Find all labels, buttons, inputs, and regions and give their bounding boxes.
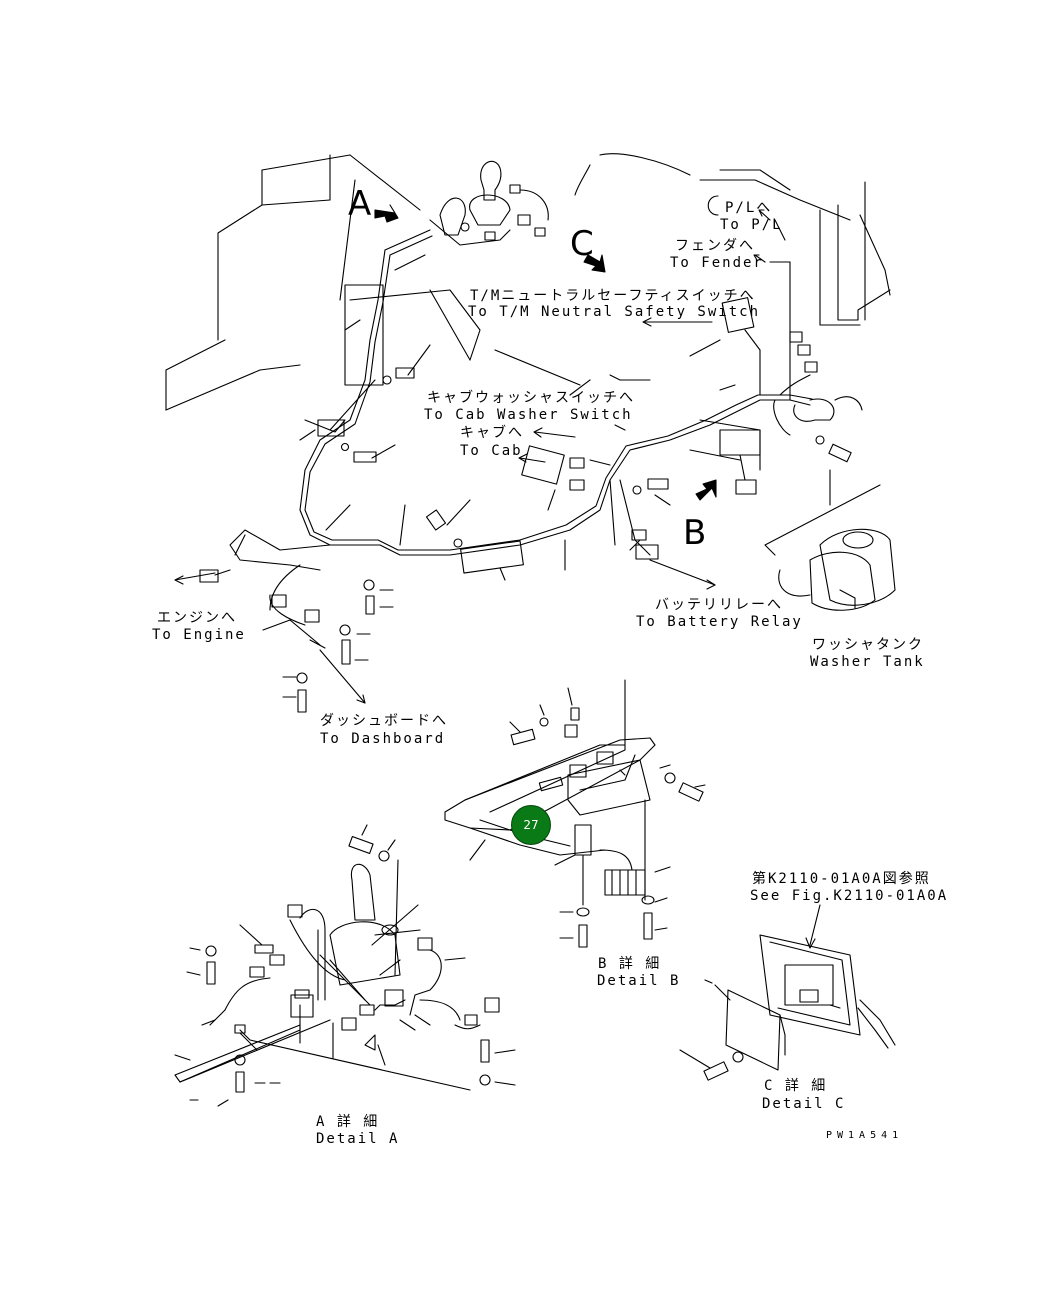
- washer-tank: [764, 484, 896, 611]
- cab-label-en: To Cab: [460, 443, 523, 459]
- reference-label-jp: 第K2110-01A0A図参照: [752, 871, 931, 887]
- tm-switch-label-en: To T/M Neutral Safety Switch: [468, 304, 761, 320]
- detail-c-drawing: [679, 904, 896, 1081]
- pl-label-jp: P/Lへ: [725, 200, 773, 216]
- arrows-and-leaders: [174, 195, 831, 704]
- drawing-code: PW1A541: [826, 1130, 904, 1141]
- washer-switch-label-jp: キャブウォッシャスイッチへ: [427, 390, 635, 406]
- detail-b-title-en: Detail B: [597, 973, 681, 989]
- fender-label-en: To Fender: [670, 255, 764, 271]
- view-c-letter: C: [570, 224, 594, 264]
- reference-label-en: See Fig.K2110-01A0A: [750, 888, 949, 904]
- cab-frame-outline: [165, 153, 891, 431]
- battery-relay-label-en: To Battery Relay: [636, 614, 803, 630]
- detail-a-drawing: [174, 824, 516, 1107]
- shift-lever: [429, 160, 549, 246]
- part-callout-27[interactable]: 27: [511, 805, 551, 845]
- pl-label-en: To P/L: [720, 217, 783, 233]
- detail-b-title-jp: B 詳 細: [598, 956, 662, 972]
- washer-tank-label-en: Washer Tank: [810, 654, 925, 670]
- view-b-letter: B: [683, 513, 707, 553]
- engine-label-en: To Engine: [152, 627, 246, 643]
- part-callout-number: 27: [523, 818, 539, 832]
- detail-c-title-en: Detail C: [762, 1096, 846, 1112]
- cab-label-jp: キャブへ: [460, 425, 524, 441]
- tm-switch-label-jp: T/Mニュートラルセーフティスイッチへ: [470, 288, 756, 304]
- detail-b-drawing: [444, 679, 706, 948]
- dashboard-label-en: To Dashboard: [320, 731, 446, 747]
- dashboard-label-jp: ダッシュボードへ: [320, 713, 448, 729]
- engine-label-jp: エンジンへ: [157, 610, 237, 626]
- washer-switch-label-en: To Cab Washer Switch: [424, 407, 633, 423]
- bolts-main-view: [296, 367, 852, 713]
- detail-a-title-jp: A 詳 細: [316, 1114, 380, 1130]
- view-a-letter: A: [348, 184, 372, 224]
- detail-c-title-jp: C 詳 細: [764, 1078, 828, 1094]
- battery-relay-label-jp: バッテリリレーへ: [655, 597, 783, 613]
- washer-tank-label-jp: ワッシャタンク: [812, 637, 924, 653]
- fender-label-jp: フェンダへ: [675, 238, 755, 254]
- detail-a-title-en: Detail A: [316, 1131, 400, 1147]
